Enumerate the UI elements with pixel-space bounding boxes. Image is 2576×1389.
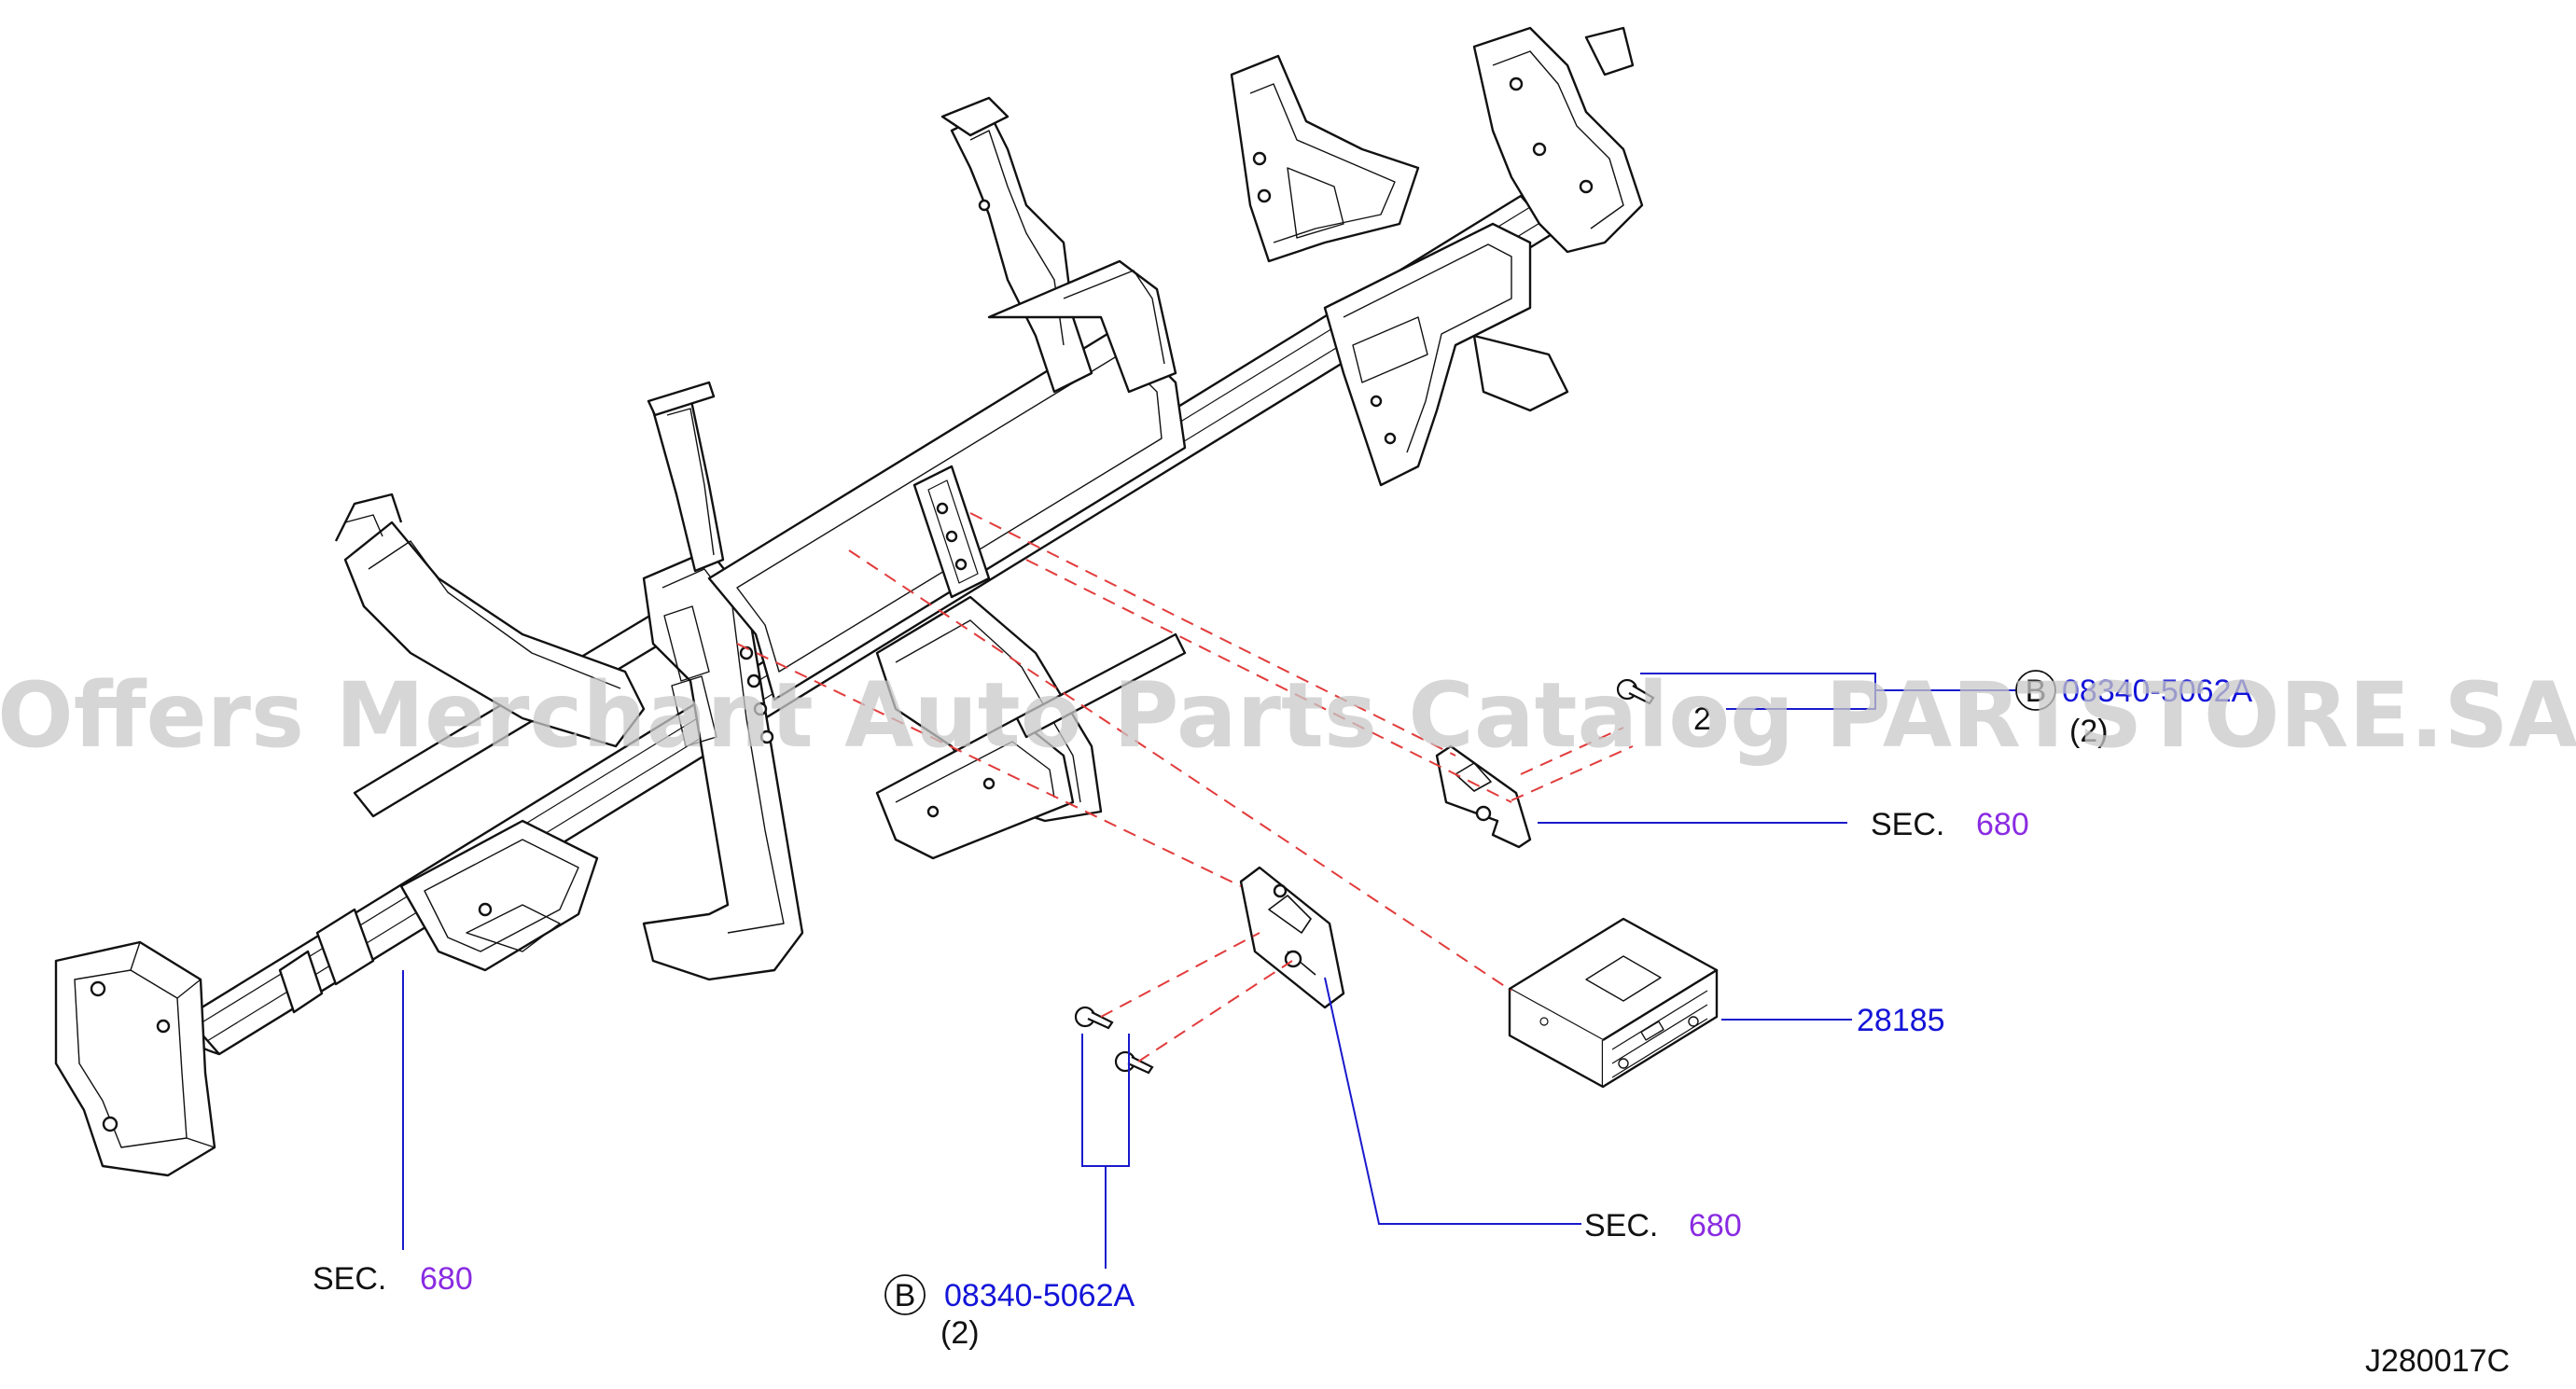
- bolt-marker-bottom: B: [895, 1278, 916, 1313]
- alignment-dashes: [736, 512, 1634, 1063]
- bracket-plate-lower: [1239, 866, 1345, 1009]
- audio-unit: [1508, 917, 1719, 1089]
- quantity-bottom: (2): [940, 1315, 980, 1351]
- callout-sec-upper: SEC. 680: [1871, 807, 2029, 842]
- callout-sec-left: SEC. 680: [313, 1261, 473, 1297]
- part-number-bolt-bottom[interactable]: 08340-5062A: [944, 1278, 1135, 1313]
- sec-label-left: SEC.: [313, 1261, 386, 1297]
- part-number-bolt-top[interactable]: 08340-5062A: [2062, 674, 2253, 709]
- callout-sec-lower: SEC. 680: [1584, 1208, 1742, 1243]
- callout-audio: 28185: [1857, 1003, 1945, 1038]
- sec-label-upper: SEC.: [1871, 807, 1944, 842]
- callout-bolt-top: B 08340-5062A (2) 2: [1693, 670, 2253, 749]
- sec-link-upper[interactable]: 680: [1976, 807, 2029, 842]
- inner-marker: 2: [1693, 701, 1711, 737]
- quantity-top: (2): [2069, 714, 2109, 749]
- bolt-marker-top: B: [2026, 674, 2047, 709]
- steering-member: [54, 26, 1644, 1177]
- sec-label-lower: SEC.: [1584, 1208, 1658, 1243]
- bolt-bottom-1: [1074, 1006, 1114, 1030]
- leader-lines: [402, 673, 2020, 1269]
- sec-link-lower[interactable]: 680: [1689, 1208, 1742, 1243]
- watermark-text: Offers Merchant Auto Parts Catalog PARTS…: [0, 663, 2576, 768]
- sec-link-left[interactable]: 680: [420, 1261, 473, 1297]
- diagram-code: J280017C: [2365, 1343, 2510, 1379]
- bolt-top: [1616, 678, 1655, 705]
- part-number-audio-unit[interactable]: 28185: [1857, 1003, 1945, 1038]
- bracket-plate-upper: [1435, 744, 1532, 849]
- callout-bolt-bottom: B 08340-5062A (2): [884, 1274, 1135, 1351]
